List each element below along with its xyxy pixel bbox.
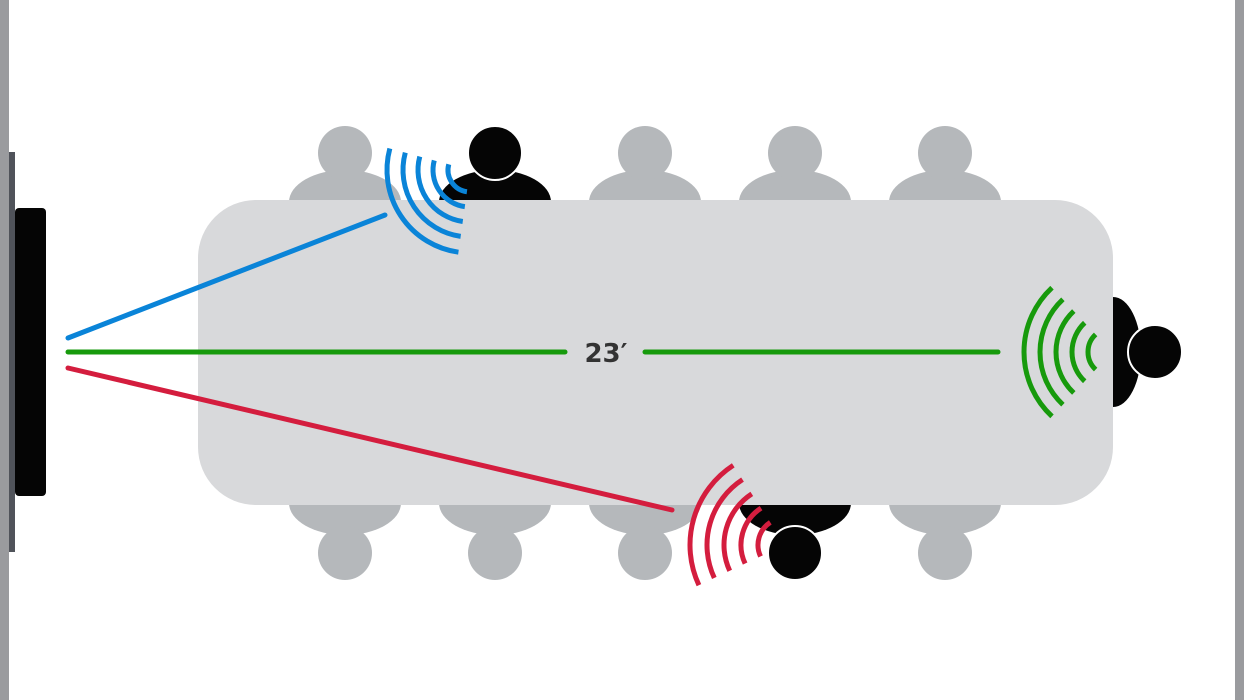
sound-wave-arc (721, 491, 754, 572)
person-head-bottom (618, 526, 672, 580)
person-head-top (918, 126, 972, 180)
sound-wave-arc (445, 163, 468, 195)
sound-wave-arc (738, 506, 763, 565)
person-head-bottom (468, 526, 522, 580)
blue-sightline (65, 212, 388, 341)
seats-heads (318, 125, 1183, 581)
left-wall (0, 0, 9, 700)
green-sound-waves-icon (1021, 285, 1098, 419)
right-wall (1235, 0, 1244, 700)
sound-wave-arc (1085, 332, 1098, 372)
screen-mount (9, 152, 15, 552)
person-head-bottom (318, 526, 372, 580)
blue-sound-waves-icon (384, 147, 468, 255)
sound-wave-arc (1069, 320, 1087, 384)
sound-wave-arc (1037, 297, 1065, 407)
person-head-bottom (918, 526, 972, 580)
distance-label: 23′ (584, 339, 627, 369)
person-head-top (618, 126, 672, 180)
person-head-bottom (767, 525, 823, 581)
person-head-top (318, 126, 372, 180)
display-screen (15, 208, 46, 496)
sound-wave-arc (384, 147, 459, 255)
sound-wave-arc (1021, 285, 1054, 419)
sound-wave-arc (687, 463, 735, 587)
sound-wave-arc (755, 520, 772, 558)
sound-wave-arc (415, 155, 464, 224)
sound-wave-arc (1053, 309, 1076, 395)
sound-wave-arc (430, 159, 466, 210)
person-head-top (467, 125, 523, 181)
person-head-top (768, 126, 822, 180)
sound-wave-arc (400, 152, 462, 239)
sound-wave-arc (704, 477, 744, 580)
red-sound-waves-icon (687, 463, 772, 587)
person-head-head-seat (1127, 324, 1183, 380)
red-sightline (65, 365, 675, 513)
